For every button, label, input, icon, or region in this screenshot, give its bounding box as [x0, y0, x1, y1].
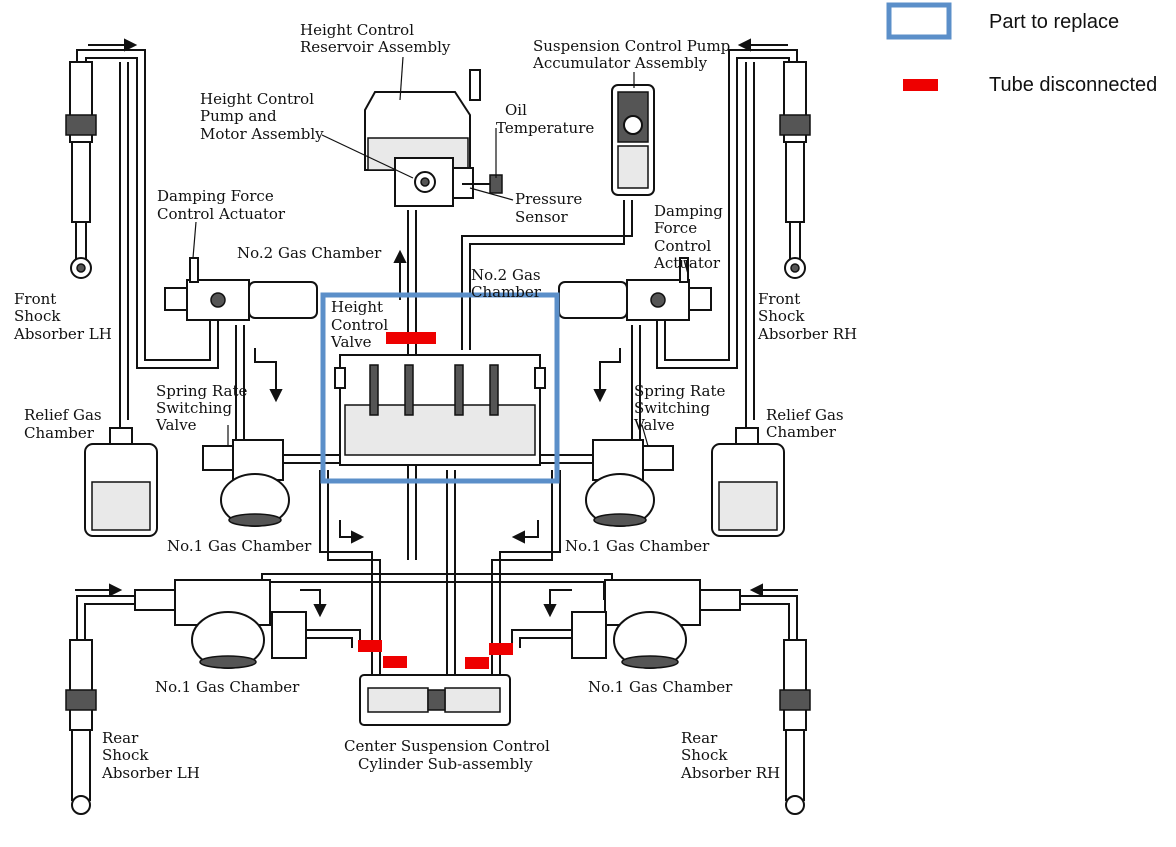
disconnect-marker-4 — [489, 643, 513, 655]
pump-accumulator — [611, 84, 655, 196]
arrow-rear-left-in — [75, 583, 123, 597]
arrow-rear-right-in — [749, 583, 798, 597]
center-control-cylinder — [359, 650, 511, 726]
disconnect-marker-valve — [386, 332, 436, 344]
legend-disconnected-label: Tube disconnected — [989, 74, 1157, 96]
no2-gas-chamber-right — [558, 281, 628, 319]
disconnect-marker-3 — [465, 657, 489, 669]
legend: Part to replace Tube disconnected — [886, 2, 1157, 96]
flow-arrows — [75, 38, 798, 618]
label-no2-gas-left: No.2 Gas Chamber — [237, 244, 382, 262]
front-shock-absorber-lh — [65, 61, 97, 279]
arrow-right-down — [593, 348, 621, 403]
arrow-left-down — [254, 348, 283, 403]
arrow-top-right — [737, 38, 788, 52]
arrow-rear-right-down — [543, 589, 572, 618]
legend-replace-swatch — [886, 2, 952, 40]
label-no1-gas-rear-right: No.1 Gas Chamber — [588, 678, 733, 696]
spring-rate-valve-right — [585, 439, 674, 527]
arrow-rear-left-down — [300, 589, 327, 618]
label-no1-gas-front-right: No.1 Gas Chamber — [565, 537, 710, 555]
disconnect-marker-1 — [358, 640, 382, 652]
oil-temperature-sensor — [462, 174, 503, 194]
disconnected-markers — [358, 332, 513, 669]
no2-gas-chamber-left — [248, 281, 318, 319]
height-control-pump-motor — [394, 157, 474, 207]
rear-shock-absorber-rh — [779, 639, 811, 815]
legend-replace-label: Part to replace — [989, 11, 1119, 33]
arrow-center-left — [339, 520, 365, 544]
damping-actuator-left — [164, 257, 250, 321]
rear-valve-left — [134, 579, 307, 669]
part-to-replace-box — [320, 292, 560, 484]
label-no1-gas-front-left: No.1 Gas Chamber — [167, 537, 312, 555]
relief-gas-chamber-left — [84, 427, 158, 537]
label-no1-gas-rear-left: No.1 Gas Chamber — [155, 678, 300, 696]
arrow-center-right — [511, 520, 539, 544]
height-control-valve-block — [334, 354, 546, 466]
rear-shock-absorber-lh — [65, 639, 97, 815]
legend-disconnected-swatch — [903, 79, 938, 91]
arrow-top-left — [88, 38, 138, 52]
height-control-reservoir — [364, 69, 481, 171]
damping-actuator-right — [626, 257, 712, 321]
rear-valve-right — [571, 579, 741, 669]
relief-gas-chamber-right — [711, 427, 785, 537]
front-shock-absorber-rh — [779, 61, 811, 279]
spring-rate-valve-left — [202, 439, 290, 527]
leader-lines — [192, 56, 689, 447]
disconnect-marker-2 — [383, 656, 407, 668]
